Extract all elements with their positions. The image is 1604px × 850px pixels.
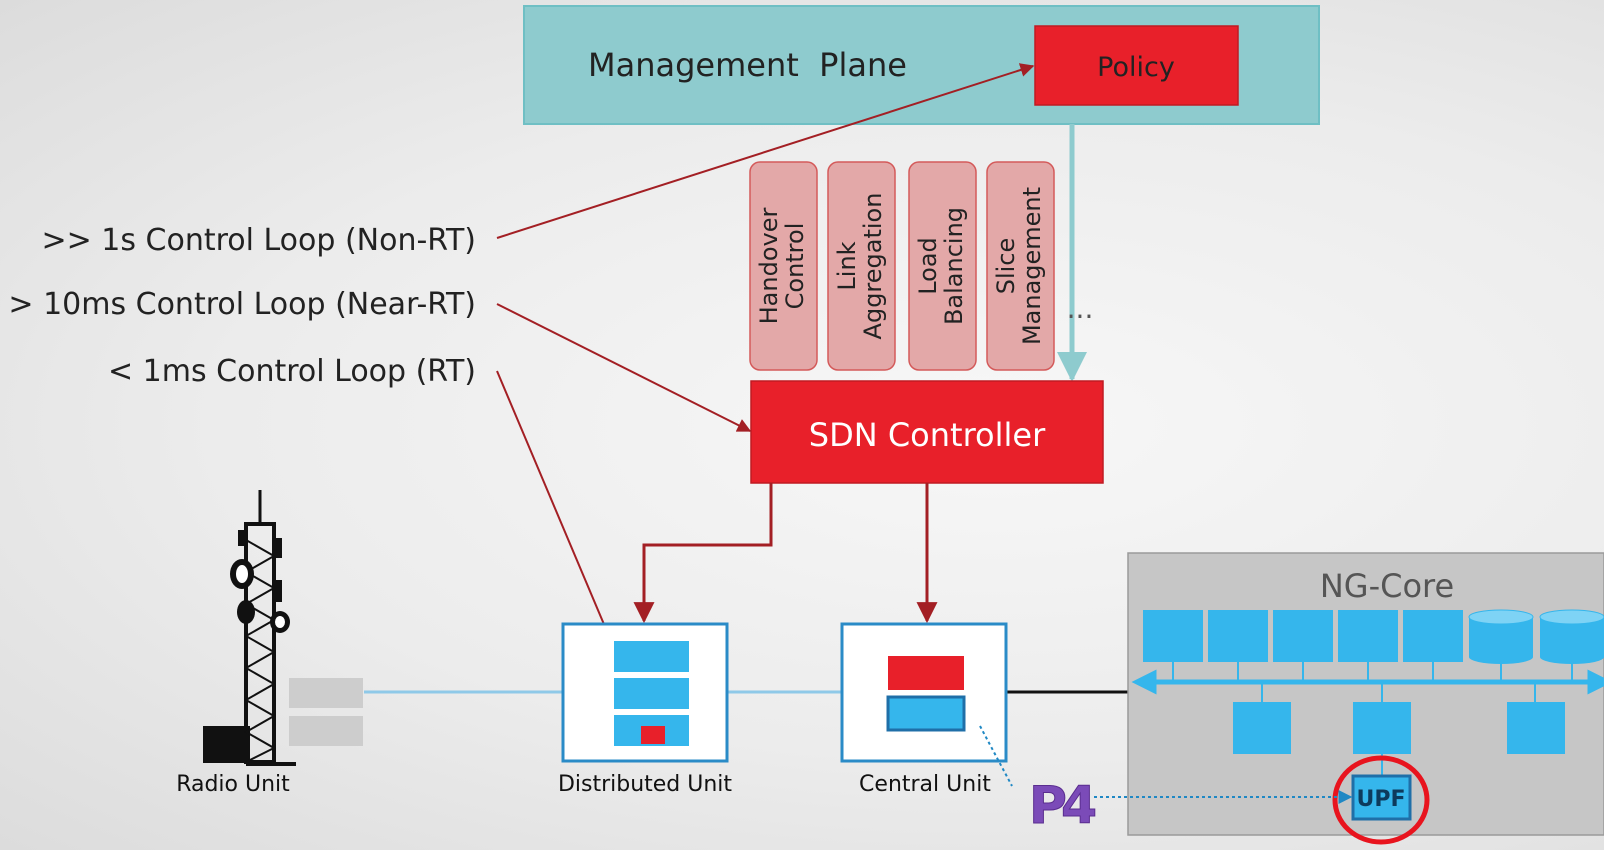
radio-unit-label: Radio Unit — [176, 772, 290, 797]
app-slice-management-line1: Slice — [992, 238, 1020, 295]
apps-more-ellipsis: ... — [1067, 292, 1094, 325]
near-rt-arrow — [496, 303, 752, 432]
app-link-aggregation-line1: Link — [833, 241, 861, 290]
core-bus — [1131, 662, 1604, 776]
ng-core-title: NG-Core — [1320, 567, 1454, 605]
app-slice-management-line2: Management — [1018, 187, 1046, 345]
central-unit-label: Central Unit — [859, 772, 991, 797]
control-loop-near-rt-label: > 10ms Control Loop (Near-RT) — [8, 287, 476, 322]
cu-cp-block — [888, 656, 964, 690]
ng-core[interactable]: NG-Core — [1127, 552, 1604, 845]
core-function-lower-row — [1233, 702, 1565, 754]
app-handover-control-line2: Control — [781, 223, 809, 310]
distributed-unit[interactable]: Distributed Unit — [558, 622, 732, 797]
core-database-icons — [1468, 609, 1604, 664]
control-loop-rt-label: < 1ms Control Loop (RT) — [108, 354, 476, 389]
distributed-unit-label: Distributed Unit — [558, 772, 732, 797]
app-link-aggregation-line2: Aggregation — [859, 193, 887, 340]
policy-label: Policy — [1097, 52, 1175, 83]
upf-box[interactable]: UPF — [1351, 774, 1412, 821]
p4-logo-text: P4 — [1029, 776, 1095, 836]
upf-highlight-circle — [1332, 755, 1430, 845]
cu-to-p4-dotted-link — [979, 725, 1013, 787]
sdn-controller-label: SDN Controller — [809, 416, 1046, 454]
app-load-balancing-line1: Load — [914, 237, 942, 295]
core-function-row — [1143, 610, 1463, 662]
management-plane: Management Plane Policy — [523, 5, 1320, 125]
central-unit[interactable]: Central Unit — [840, 622, 1008, 797]
policy-box[interactable]: Policy — [1034, 25, 1239, 106]
sdn-controller[interactable]: SDN Controller — [750, 380, 1104, 484]
sdn-to-du-arrow — [633, 483, 773, 624]
du-rt-module — [641, 726, 665, 744]
upf-label: UPF — [1356, 787, 1405, 812]
ru-module-top — [289, 678, 363, 708]
control-loop-non-rt-label: >> 1s Control Loop (Non-RT) — [41, 223, 476, 258]
p4-logo[interactable]: P4 — [1028, 776, 1101, 837]
du-layer-2 — [614, 678, 689, 709]
app-load-balancing-line2: Balancing — [940, 207, 968, 325]
ru-module-bottom — [289, 716, 363, 746]
non-rt-arrow — [496, 63, 1035, 239]
radio-unit[interactable]: Radio Unit — [176, 490, 363, 797]
management-plane-title: Management Plane — [588, 46, 907, 84]
app-slice-management[interactable]: Slice Management — [986, 161, 1055, 371]
cu-up-block — [886, 695, 966, 732]
app-handover-control-line1: Handover — [755, 208, 783, 325]
app-handover-control[interactable]: Handover Control — [749, 161, 818, 371]
app-load-balancing[interactable]: Load Balancing — [908, 161, 977, 371]
cell-tower-icon — [203, 490, 296, 766]
du-layer-1 — [614, 641, 689, 672]
app-link-aggregation[interactable]: Link Aggregation — [827, 161, 896, 371]
